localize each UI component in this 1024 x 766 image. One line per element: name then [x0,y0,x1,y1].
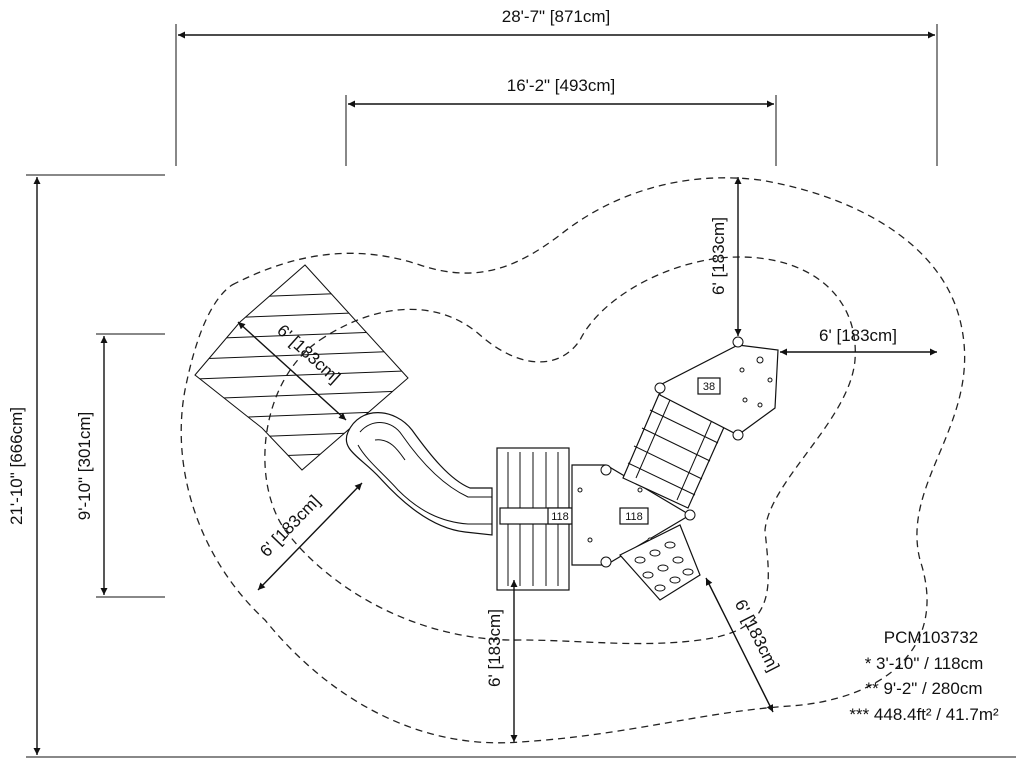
model-info-block: PCM103732 * 3'-10" / 118cm ** 9'-2" / 28… [849,628,999,724]
curved-slide [345,412,493,536]
outer-use-zone-boundary [180,177,966,744]
tube-deck-label: 118 [551,511,569,523]
inner-depth-dimension: 9'-10" [301cm] [75,333,165,598]
center-deck: 118 [571,464,696,568]
clearance-bottom-label: 6' [183cm] [485,609,504,687]
center-deck-label: 118 [625,511,643,523]
clearance-top-dimension: 6' [183cm] [709,177,742,336]
info-line-2: ** 9'-2" / 280cm [866,679,983,698]
clearance-right-dimension: 6' [183cm] [780,326,937,356]
overall-width-dimension: 28'-7" [871cm] [175,7,938,166]
inner-width-label: 16'-2" [493cm] [507,76,616,95]
info-line-3: *** 448.4ft² / 41.7m² [849,705,999,724]
upper-deck-label: 38 [703,381,715,393]
crawl-tube: 118 [496,447,573,591]
overall-width-label: 28'-7" [871cm] [502,7,611,26]
clearance-bottom-right-label: 6' [183cm] [731,596,783,674]
upper-deck: 38 [654,336,779,441]
inner-depth-label: 9'-10" [301cm] [75,412,94,521]
inner-width-dimension: 16'-2" [493cm] [345,76,777,166]
clearance-top-label: 6' [183cm] [709,217,728,295]
model-number: PCM103732 [884,628,979,647]
clearance-bottom-right-dimension: 6' [183cm] [705,577,783,713]
overall-depth-dimension: 21'-10" [666cm] [7,174,1016,758]
clearance-left-label: 6' [183cm] [256,492,324,561]
info-line-1: * 3'-10" / 118cm [865,654,984,673]
overall-depth-label: 21'-10" [666cm] [7,407,26,525]
climbing-wall [619,524,701,601]
clearance-slide-exit-dimension: 6' [183cm] [237,321,347,421]
clearance-bottom-dimension: 6' [183cm] [485,580,518,742]
clearance-left-dimension: 6' [183cm] [256,482,363,591]
clearance-right-label: 6' [183cm] [819,326,897,345]
